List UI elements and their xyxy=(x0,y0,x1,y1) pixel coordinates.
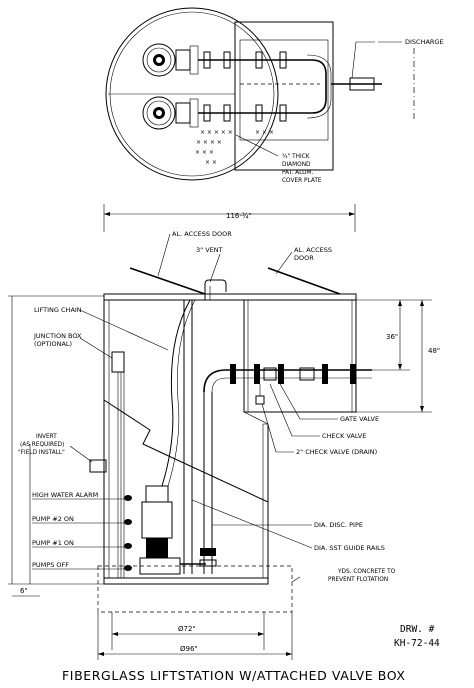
drawing-title: FIBERGLASS LIFTSTATION W/ATTACHED VALVE … xyxy=(62,668,406,683)
svg-text:× × ×: × × × xyxy=(195,149,214,156)
dim-36-label: 36" xyxy=(386,333,398,341)
break-line xyxy=(103,399,269,503)
pump-elevation xyxy=(139,485,206,575)
wet-well-outer-circle xyxy=(105,7,279,181)
cover-plate-line-1: ¾" THICK xyxy=(282,154,310,160)
diamond-plate-pattern: × × × × × × × × × × × × × × × × × xyxy=(195,129,274,166)
pumps-off-label: PUMPS OFF xyxy=(32,561,69,569)
junction-box-label-1: JUNCTION BOX xyxy=(33,332,82,340)
lifting-chain-label: LIFTING CHAIN xyxy=(34,306,82,314)
invert-label-1: INVERT xyxy=(36,434,57,440)
dim-96-label: Ø96" xyxy=(180,645,198,653)
lifting-chain xyxy=(161,299,191,487)
drawing-number: KH-72-44 xyxy=(394,638,440,649)
left-access-door xyxy=(129,267,206,295)
cover-plate-line-2: DIAMOND xyxy=(282,162,311,168)
float-switches xyxy=(124,495,132,571)
elevation-view: 116-¾" AL. ACCESS DOOR 3" VENT AL. ACCES… xyxy=(8,204,440,660)
pump-1-plan xyxy=(142,43,240,77)
valve-box-outline xyxy=(234,21,334,171)
wet-well-bottom xyxy=(103,577,269,585)
svg-text:× ×: × × xyxy=(205,159,217,166)
valve-box-elev xyxy=(243,299,357,413)
discharge-elbow xyxy=(203,369,372,393)
junction-box-label-2: (OPTIONAL) xyxy=(34,340,72,348)
cover-plate-leader xyxy=(235,134,279,157)
disc-pipe-label: DIA. DISC. PIPE xyxy=(314,521,363,529)
valves xyxy=(230,364,356,405)
invert-pipe xyxy=(89,459,107,473)
vent-pipe xyxy=(204,279,227,300)
access-door-left-label: AL. ACCESS DOOR xyxy=(172,230,232,238)
top-slab xyxy=(103,293,357,301)
discharge-label: DISCHARGE xyxy=(405,38,444,46)
svg-text:× × ×: × × × xyxy=(255,129,274,136)
cover-plate-line-4: COVER PLATE xyxy=(282,178,322,184)
invert-label-2: (AS REQUIRED) xyxy=(20,442,64,448)
overall-width-label: 116-¾" xyxy=(226,212,252,220)
svg-text:× × × ×: × × × × xyxy=(196,139,222,146)
check-valve-drain-label: 2" CHECK VALVE (DRAIN) xyxy=(296,448,377,456)
access-door-right-line-1: AL. ACCESS xyxy=(294,246,332,254)
junction-box xyxy=(111,351,125,373)
vent-label: 3" VENT xyxy=(196,246,223,254)
guide-rails-label: DIA. SST GUIDE RAILS xyxy=(314,544,385,552)
high-water-alarm-label: HIGH WATER ALARM xyxy=(32,491,98,499)
pump-2-plan xyxy=(142,96,240,130)
pump1-on-label: PUMP #1 ON xyxy=(32,539,74,547)
check-valve-label: CHECK VALVE xyxy=(322,432,366,440)
invert-label-3: "FIELD INSTALL" xyxy=(18,450,65,456)
pump2-on-label: PUMP #2 ON xyxy=(32,515,74,523)
concrete-label-1: YDS. CONCRETE TO xyxy=(337,569,396,575)
dim-72-label: Ø72" xyxy=(178,625,196,633)
right-access-door xyxy=(267,267,341,295)
valve-box-inner xyxy=(239,39,329,141)
gate-valve-label: GATE VALVE xyxy=(340,415,379,423)
concrete-label-2: PREVENT FLOTATION xyxy=(328,577,388,583)
access-door-right-line-2: DOOR xyxy=(294,254,314,262)
svg-text:× × × × ×: × × × × × xyxy=(200,129,233,136)
dim-6-label: 6" xyxy=(20,587,28,595)
plan-view: × × × × × × × × × × × × × × × × × DISCHA… xyxy=(105,7,444,184)
valve-box-piping xyxy=(240,51,382,122)
concrete-footing xyxy=(97,565,293,613)
cover-plate-line-3: PAT. ALUM. xyxy=(282,170,313,176)
dim-48-label: 48" xyxy=(428,347,440,355)
drawing-number-label: DRW. # xyxy=(400,624,435,635)
